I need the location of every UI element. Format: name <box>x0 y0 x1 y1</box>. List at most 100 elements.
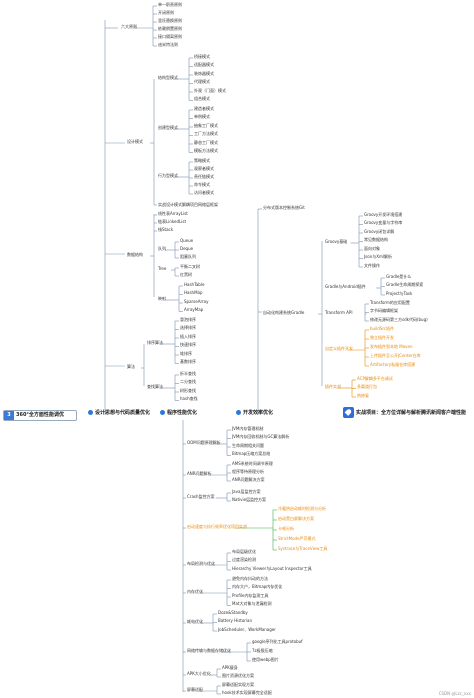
leaf-sort[interactable]: 选择排序 <box>180 325 196 330</box>
leaf-transform[interactable]: 字节码编辑框架 <box>370 308 398 313</box>
node-oom[interactable]: OOM问题原理解析 <box>187 439 221 445</box>
leaf-plugin[interactable]: Artifactory私服仓库搭建 <box>370 361 416 367</box>
leaf-principle[interactable]: 开闭原则 <box>158 9 174 15</box>
leaf-pattern[interactable]: 组合模式 <box>194 96 210 101</box>
leaf-sort[interactable]: 堆排序 <box>180 350 192 356</box>
node-pattern-practice[interactable]: 实战设计模式解耦项目网络层框架 <box>158 201 218 207</box>
leaf-map[interactable]: HashMap <box>184 290 203 295</box>
leaf-layout[interactable]: 过度渲染检测 <box>232 557 256 562</box>
leaf-oom[interactable]: JVM内存管理机制 <box>232 425 264 431</box>
leaf-search[interactable]: 折半查找 <box>180 370 196 376</box>
node-git[interactable]: 分布式版本控制系统Git <box>263 204 305 210</box>
node-crash[interactable]: Crash监控方案 <box>187 493 215 499</box>
node-design-patterns[interactable]: 设计模式 <box>127 138 143 144</box>
node-search[interactable]: 查找算法 <box>147 383 163 389</box>
leaf-pattern[interactable]: 观察者模式 <box>194 165 214 171</box>
leaf-search[interactable]: hash查找 <box>180 396 198 401</box>
leaf-tree[interactable]: 平衡二叉树 <box>180 263 200 269</box>
leaf-layout[interactable]: Hierarchy Viewer与Layout Inspector工具 <box>232 565 312 571</box>
leaf-pattern[interactable]: 命令模式 <box>194 181 210 187</box>
leaf-pattern[interactable]: 抽象工厂模式 <box>194 122 218 128</box>
leaf-plugin-case[interactable]: 多渠道打包 <box>357 384 377 389</box>
leaf-map[interactable]: ArrayMap <box>184 307 204 312</box>
leaf-sort[interactable]: 快速排序 <box>180 342 196 347</box>
leaf-anr[interactable]: AMS系统时间调节原理 <box>232 460 273 466</box>
leaf-oom[interactable]: 生命周期相关问题 <box>232 442 264 448</box>
leaf-queue[interactable]: Deque <box>180 245 194 251</box>
leaf-search[interactable]: 树形查找 <box>180 387 196 393</box>
branch-dev-efficiency[interactable]: 开发效率优化 <box>236 410 273 417</box>
leaf-map[interactable]: SparseArray <box>184 298 209 304</box>
leaf-plugin-case[interactable]: ACP解耦多平台调试 <box>357 375 393 381</box>
leaf-plugin[interactable]: 发布插件到本地 Maven <box>370 343 413 349</box>
leaf-plugin[interactable]: 独立插件开发 <box>370 334 394 340</box>
node-memory[interactable]: 内存优化 <box>187 588 203 594</box>
leaf-pattern[interactable]: 桥接模式 <box>194 53 210 59</box>
node-network-storage[interactable]: 网络传输与数据存储优化 <box>187 647 231 653</box>
leaf-structure[interactable]: 线性表ArrayList <box>158 210 188 216</box>
leaf-principle[interactable]: 里氏替换原则 <box>158 17 182 23</box>
leaf-pattern[interactable]: 工厂方法模式 <box>194 131 218 136</box>
node-battery[interactable]: 耗电优化 <box>187 618 203 624</box>
leaf-memory[interactable]: 内存大户，Bitmap内存优化 <box>232 584 283 589</box>
node-transform[interactable]: Transform API <box>325 309 353 315</box>
leaf-structure[interactable]: 栈Stack <box>158 226 174 232</box>
node-queue[interactable]: 队列 <box>158 245 166 251</box>
leaf-screen[interactable]: 屏幕适配实现方案 <box>222 681 254 687</box>
leaf-oom[interactable]: JVM内存回收机制与GC算法解析 <box>232 434 290 439</box>
leaf-queue[interactable]: 阻塞队列 <box>180 253 196 259</box>
leaf-network[interactable]: google序列化工具protobuf <box>252 638 303 644</box>
leaf-transform[interactable]: 修改无源码第三方sdk代码(bug) <box>370 316 428 322</box>
leaf-map[interactable]: HashTable <box>184 281 205 287</box>
leaf-startup[interactable]: 冷暖热启动耗时检测与分析 <box>278 505 326 511</box>
leaf-groovy[interactable]: 常见数据结构 <box>364 237 388 242</box>
leaf-transform[interactable]: Transform的应用配置 <box>370 299 410 305</box>
node-layout-check[interactable]: 布局检测与优化 <box>187 560 215 566</box>
branch-project[interactable]: 实战项目：全方位详解与解析腾讯新闻客户端性能 <box>343 407 474 419</box>
leaf-battery[interactable]: Doze&Standby <box>218 609 248 615</box>
leaf-pattern[interactable]: 责任链模式 <box>194 173 214 179</box>
node-behavioral[interactable]: 行为型模式 <box>158 172 178 178</box>
leaf-pattern[interactable]: 代理模式 <box>194 79 210 84</box>
leaf-structure[interactable]: 链表LinkedList <box>158 218 187 224</box>
node-structural[interactable]: 结构型模式 <box>158 74 178 80</box>
leaf-battery[interactable]: Battery Historian <box>218 618 253 623</box>
leaf-pattern[interactable]: 模板方法模式 <box>194 148 218 153</box>
leaf-memory[interactable]: Profile内存监测工具 <box>232 592 269 598</box>
leaf-pattern[interactable]: 外观（门面）模式 <box>194 87 226 93</box>
leaf-memory[interactable]: 避免内存抖动的方法 <box>232 575 268 581</box>
leaf-screen[interactable]: hook技术实现屏幕完全适配 <box>222 689 272 695</box>
node-gradle-system[interactable]: 自动化构建系统Gradle <box>263 309 305 315</box>
leaf-groovy[interactable]: Groovy闭包详解 <box>364 228 395 234</box>
branch-performance[interactable]: 程序性能优化 <box>160 410 197 417</box>
leaf-plugin[interactable]: 上传插件至公开JCenter仓库 <box>370 352 421 358</box>
leaf-oom[interactable]: Bitmap压缩方案总结 <box>232 451 271 456</box>
leaf-anr[interactable]: 程序等待原理分析 <box>232 468 264 474</box>
leaf-queue[interactable]: Queue <box>180 237 194 243</box>
node-apk-size[interactable]: APK大小优化 <box>187 670 211 676</box>
leaf-sort[interactable]: 基数排序 <box>180 359 196 364</box>
leaf-gradle-android[interactable]: Project与Task <box>386 290 413 296</box>
leaf-groovy[interactable]: Json与Xml解析 <box>364 254 392 259</box>
leaf-crash[interactable]: Java层监控方案 <box>232 488 261 494</box>
node-six-principles[interactable]: 六大原则 <box>121 23 137 29</box>
leaf-crash[interactable]: Nativie层监控方案 <box>232 496 267 502</box>
leaf-pattern[interactable]: 装饰器模式 <box>194 70 214 76</box>
leaf-groovy[interactable]: Groovy开发环境搭建 <box>364 211 403 217</box>
node-map[interactable]: 映射 <box>158 295 166 301</box>
leaf-principle[interactable]: 单一职责原则 <box>158 1 182 7</box>
leaf-gradle-android[interactable]: Gradle生命周期探索 <box>386 282 424 287</box>
node-algorithms[interactable]: 算法 <box>127 363 135 369</box>
node-data-structures[interactable]: 数据结构 <box>127 251 143 257</box>
leaf-layout[interactable]: 布局层级优化 <box>232 548 256 554</box>
leaf-network[interactable]: 7z极限压缩 <box>252 647 273 653</box>
leaf-network[interactable]: 使用webp图片 <box>252 656 279 662</box>
leaf-apk[interactable]: APK瘦身 <box>222 664 238 670</box>
leaf-search[interactable]: 二分查找 <box>180 379 196 384</box>
leaf-apk[interactable]: 图片资源优化方案 <box>222 672 254 678</box>
leaf-pattern[interactable]: 策略模式 <box>194 157 210 163</box>
leaf-startup[interactable]: StrictMode严苛模式 <box>278 535 316 541</box>
node-anr[interactable]: ANR问题解析 <box>187 470 212 476</box>
node-groovy-basics[interactable]: Groovy基础 <box>325 238 348 244</box>
leaf-tree[interactable]: 红黑树 <box>180 271 192 277</box>
